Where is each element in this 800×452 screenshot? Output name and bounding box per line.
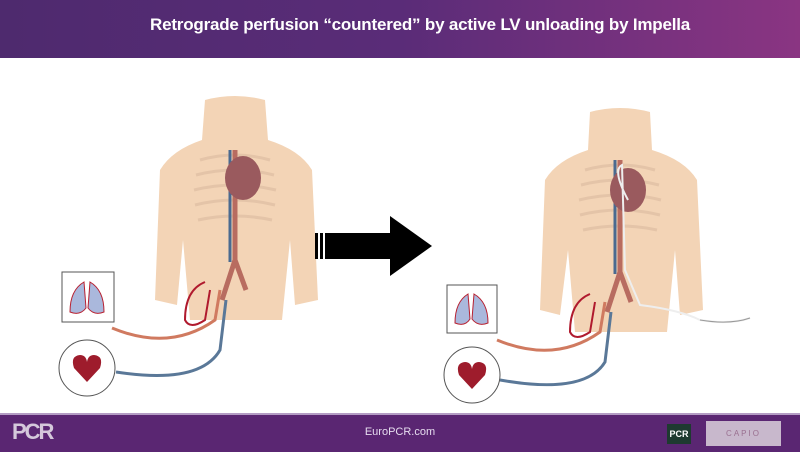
ecmo-diagram xyxy=(58,96,751,404)
return-line-left xyxy=(111,289,222,340)
slide-title: Retrograde perfusion “countered” by acti… xyxy=(150,15,691,34)
return-line-right xyxy=(496,301,607,352)
oxygenator-lungs-box-right xyxy=(446,284,498,334)
arterial-cannula-left xyxy=(183,281,211,326)
lungs-icon-right xyxy=(454,293,489,325)
right-panel-ecmo-impella xyxy=(443,108,751,404)
drainage-line-left xyxy=(115,299,228,378)
footer-url: EuroPCR.com xyxy=(364,426,436,438)
slide-footer: PCR EuroPCR.com PCR CAPIO xyxy=(0,413,800,452)
arterial-cannula-right xyxy=(568,293,596,338)
oxygenator-lungs-box-left xyxy=(61,271,115,323)
pcr-small-logo: PCR xyxy=(667,424,691,444)
heart-icon-left xyxy=(72,355,102,382)
heart-organ-right xyxy=(610,168,646,212)
heart-organ-left xyxy=(225,156,261,200)
left-panel-ecmo-only xyxy=(58,96,318,397)
partner-logo: CAPIO xyxy=(706,421,781,446)
heart-icon-right xyxy=(457,362,487,389)
europcr-logo: PCR xyxy=(12,419,54,444)
slide-header: Retrograde perfusion “countered” by acti… xyxy=(0,0,800,58)
transition-arrow xyxy=(315,216,432,276)
drainage-line-right xyxy=(499,311,613,387)
lungs-icon-left xyxy=(69,281,105,314)
